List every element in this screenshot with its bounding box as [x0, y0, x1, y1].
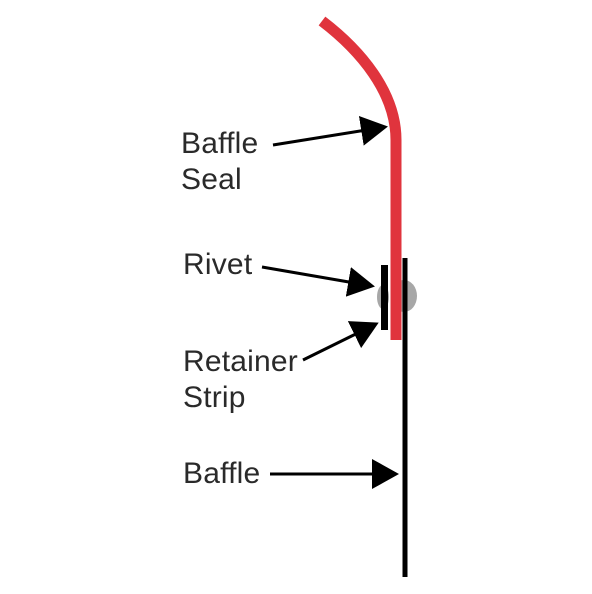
baffle-label: Baffle — [183, 457, 261, 490]
rivet-arrow — [261, 265, 375, 297]
baffle-seal-label-line2: Seal — [181, 163, 242, 196]
rivet-label: Rivet — [183, 248, 253, 281]
baffle-seal-label-line1: Baffle — [181, 127, 259, 160]
retainer-strip — [381, 265, 388, 330]
retainer-strip-label-line1: Retainer — [183, 345, 298, 378]
retainer-strip-label-line2: Strip — [183, 381, 246, 414]
baffle-seal — [318, 16, 402, 340]
baffle-seal-arrow — [272, 115, 388, 147]
retainer-strip-arrow — [302, 321, 379, 362]
